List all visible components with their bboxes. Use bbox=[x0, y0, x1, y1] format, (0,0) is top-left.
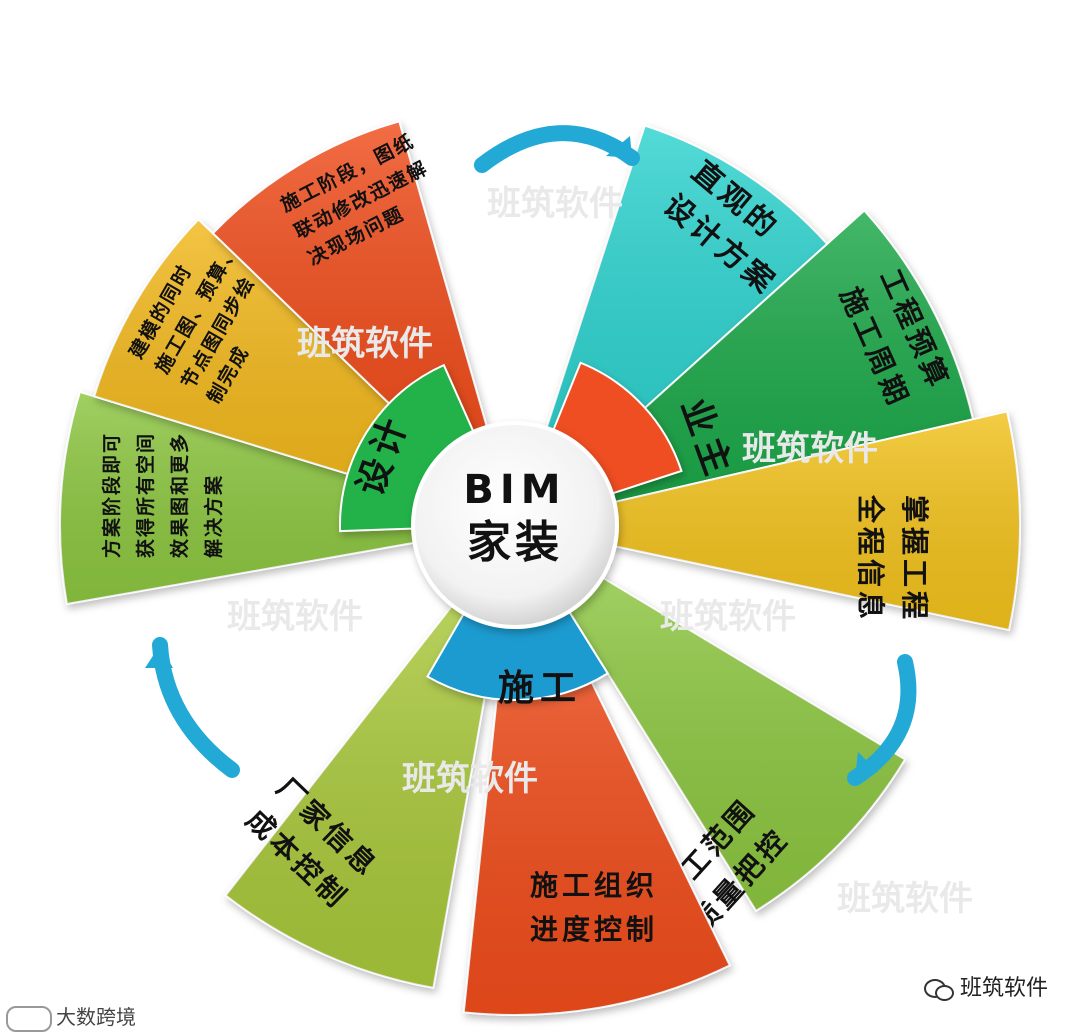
watermark-7: 班筑软件 bbox=[837, 879, 973, 919]
wechat-icon bbox=[923, 977, 954, 1001]
watermark-1: 班筑软件 bbox=[297, 324, 433, 364]
center-hub bbox=[411, 421, 619, 629]
group-label-2: 施工 bbox=[426, 604, 610, 709]
segment-1-0: 直观的设计方案 bbox=[543, 124, 829, 463]
segment-text-1-2: 掌握工程全程信息 bbox=[854, 494, 931, 623]
footer-right-brand: 班筑软件 bbox=[923, 970, 1048, 1002]
segment-text-2-1: 施工组织进度控制 bbox=[530, 869, 658, 946]
segment-2-1: 施工组织进度控制 bbox=[462, 609, 732, 1016]
watermark-5: 班筑软件 bbox=[660, 597, 796, 637]
brand-logo-icon bbox=[6, 1005, 52, 1032]
group-label-0: 设计 bbox=[339, 363, 478, 533]
segment-1-2: 掌握工程全程信息 bbox=[606, 410, 1021, 632]
segment-2-2: 厂家信息成本控制 bbox=[224, 598, 500, 990]
watermark-2: 班筑软件 bbox=[742, 429, 878, 469]
footer-right-text: 班筑软件 bbox=[959, 976, 1048, 1001]
center-title-line2: 家装 bbox=[467, 517, 563, 568]
cycle-arrow-icon-0 bbox=[474, 125, 640, 173]
footer-left-text: 大数跨境 bbox=[56, 1005, 136, 1029]
segment-text-0-0: 方案阶段即可获得所有空间效果图和更多解决方案 bbox=[100, 432, 225, 558]
watermark-4: 班筑软件 bbox=[227, 597, 363, 637]
segment-0-0: 方案阶段即可获得所有空间效果图和更多解决方案 bbox=[59, 390, 426, 606]
watermark-6: 班筑软件 bbox=[402, 759, 538, 799]
cycle-arrow-icon-2 bbox=[145, 637, 240, 778]
footer-left-logo: 大数跨境 bbox=[6, 1001, 136, 1032]
cycle-arrow-icon-1 bbox=[847, 654, 917, 786]
watermark-0: 班筑软件 bbox=[487, 184, 623, 224]
segment-0-2: 施工阶段，图纸联动修改迅速解决现场问题 bbox=[211, 120, 491, 461]
center-title-line1: BIM bbox=[463, 467, 566, 513]
segment-1-1: 工程预算施工周期 bbox=[584, 209, 975, 505]
group-label-text-2: 施工 bbox=[498, 668, 582, 709]
